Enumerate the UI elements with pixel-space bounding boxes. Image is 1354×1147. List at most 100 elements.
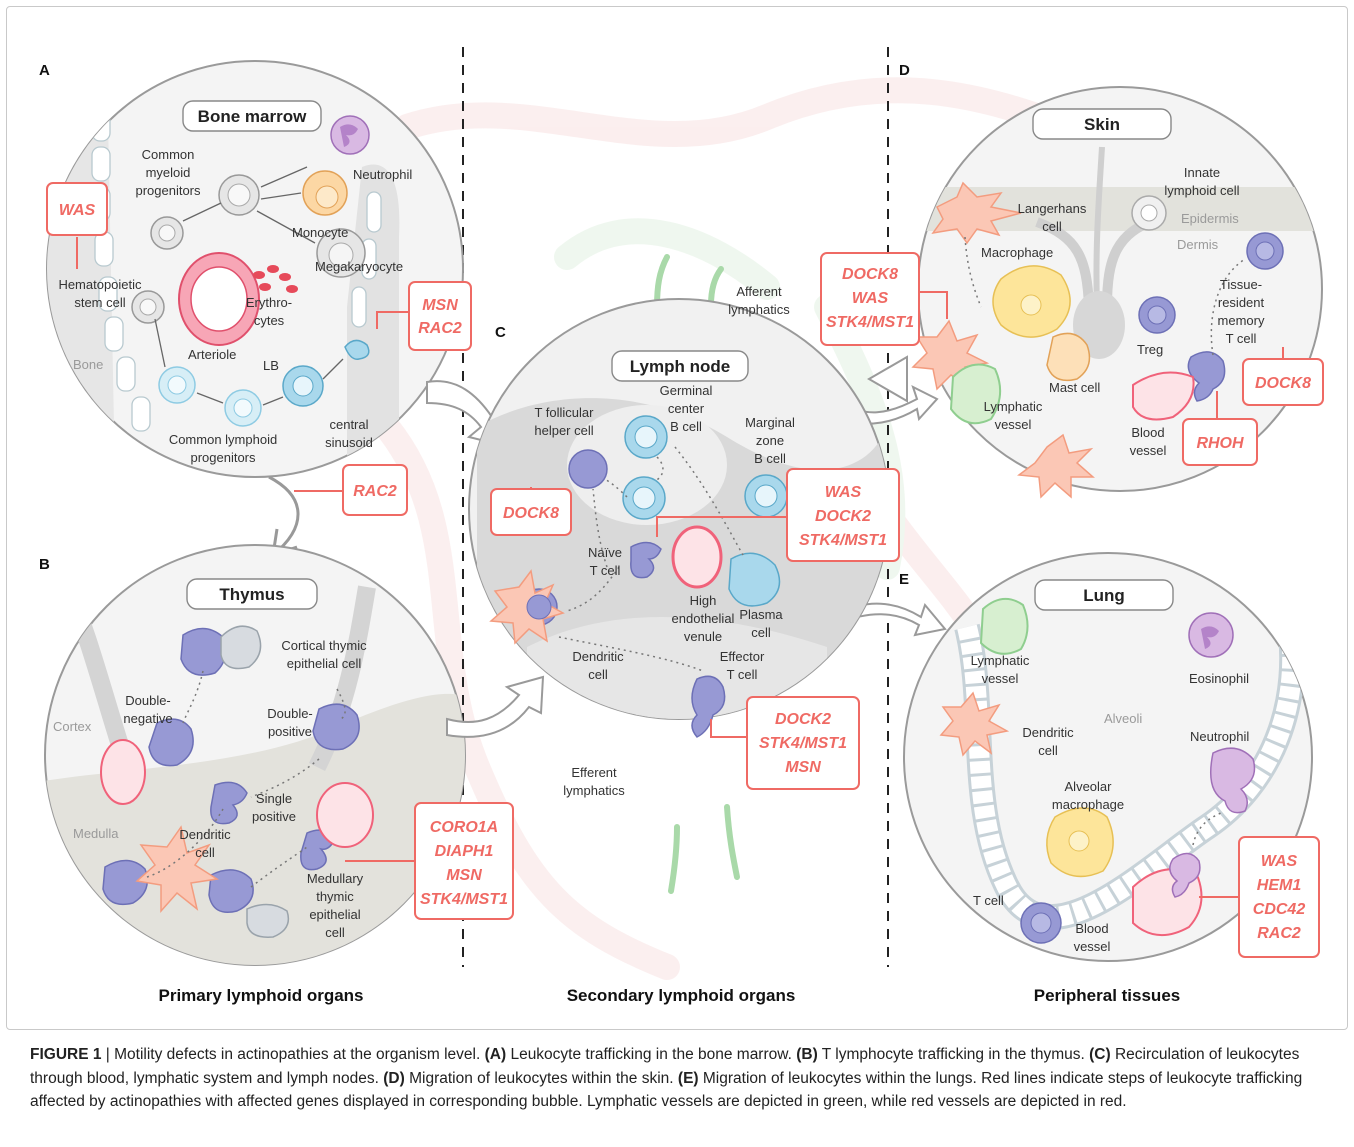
macrophage-skin [992,265,1071,338]
b-cells-lymph [622,415,788,607]
common-myeloid-cell [218,174,260,216]
label-lb: LB [263,358,279,373]
panel-skin: D Skin [820,62,1324,499]
caption-d-tag: (D) [383,1069,405,1087]
organ-title-box-lung [1034,579,1174,611]
figure-artwork: A Bone marrow [39,47,1324,1005]
label-bone: Bone [73,357,103,372]
organ-title-box-bone-marrow [182,100,322,132]
gene-box-rhoh [1182,418,1258,466]
monocyte-cell [302,170,348,216]
lung-lymphatic-vessel [979,598,1029,655]
neutrophil-lung [1210,747,1256,814]
dendritic-cell-thymus [135,825,220,913]
gene-box-dock2-c [746,696,860,790]
hsc-cell [131,216,184,324]
neutrophil-cell [330,115,370,155]
caption-e-tag: (E) [677,1069,699,1087]
label-macrophage: Macrophage [981,245,1053,260]
langerhans-cell [931,181,1022,245]
caption-c-tag: (C) [1089,1046,1111,1063]
label-monocyte: Monocyte [292,225,348,240]
gene-rac2: RAC2 [353,483,397,500]
panel-lung: E Lung [899,552,1320,1005]
organ-title-thymus: Thymus [219,585,284,604]
panel-a-arrows [154,166,344,406]
label-medulla: Medulla [73,826,119,841]
mast-cell [1046,332,1091,382]
innate-lymphoid-cell [1131,195,1167,231]
gene-box-was-c [786,468,900,562]
skin-vessels [949,363,1195,425]
gene-was-a: WAS [59,202,96,219]
gene-box-rac2 [342,464,408,516]
panel-letter-c: C [495,324,506,341]
section-peripheral: Peripheral tissues [1034,986,1180,1005]
caption-separator: | [101,1046,115,1063]
gene-dock8-c: DOCK8 [503,505,559,522]
organ-title-box-thymus [186,578,318,610]
panel-c-dotted-paths [558,446,744,672]
caption-a-text: Leukocyte trafficking in the bone marrow… [506,1046,792,1063]
label-erythrocytes: Erythro-cytes [246,295,292,328]
label-t-cell-e: T cell [973,893,1004,908]
dendritic-cell-lymph [489,569,565,645]
t-cell-lung [1020,902,1062,944]
treg-cell [1138,296,1176,334]
caption-c-text: Recirculation of leukocytes through bloo… [30,1046,1300,1087]
label-dermis: Dermis [1177,237,1219,252]
gene-box-was-e [1238,836,1320,958]
gene-box-dock8-c [490,488,572,536]
t-cells-thymus [102,627,360,913]
caption-e-text: Migration of leukocytes within the lungs… [30,1069,1303,1111]
caption-title: Motility defects in actinopathies at the… [114,1046,481,1063]
gene-dock8-d2: DOCK8 [1255,375,1311,392]
flow-arrow-a-to-b [268,475,300,557]
label-cortex: Cortex [53,719,92,734]
panel-bone-marrow: A Bone marrow [39,60,472,557]
label-megakaryocyte: Megakaryocyte [315,259,403,274]
label-epidermis: Epidermis [1181,211,1239,226]
label-neutrophil: Neutrophil [353,167,412,182]
panel-letter-b: B [39,556,50,573]
arteriole [178,252,260,346]
panel-thymus: B Thymus [39,544,514,1005]
figure-caption: FIGURE 1 | Motility defects in actinopat… [30,1043,1330,1114]
caption-b-tag: (B) [796,1046,818,1063]
caption-figure-number: FIGURE 1 [30,1046,102,1063]
caption-d-text: Migration of leukocytes within the skin. [404,1069,674,1087]
label-eosinophil: Eosinophil [1189,671,1249,686]
megakaryocyte-cell [316,228,366,278]
figure-frame: A Bone marrow [6,6,1348,1030]
panel-d-dotted-paths [964,236,1246,356]
label-double-negative: Double-negative [123,693,172,726]
section-secondary: Secondary lymphoid organs [567,986,796,1005]
label-mast: Mast cell [1049,380,1100,395]
